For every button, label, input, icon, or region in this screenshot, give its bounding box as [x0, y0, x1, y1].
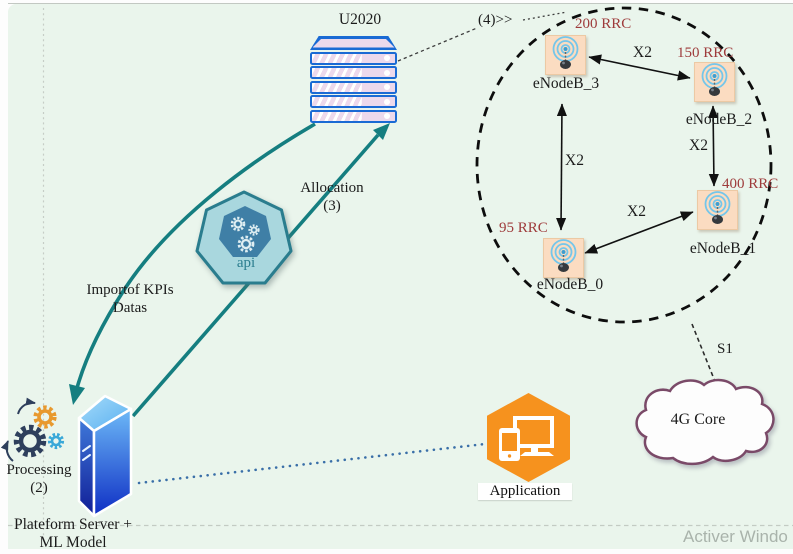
antenna-icon: [704, 191, 731, 224]
enodeb3-label: eNodeB_3: [532, 75, 600, 92]
x2-label-3-0: X2: [565, 152, 584, 169]
guide-lines: [8, 8, 793, 542]
import-label-line1: Importof KPIs: [86, 282, 174, 298]
rrc-badge-enodeb0: 95 RRC: [499, 220, 548, 236]
enodeb0-label: eNodeB_0: [536, 276, 604, 293]
api-gears-icon: [230, 216, 260, 253]
server-unit: [310, 109, 397, 123]
antenna-icon: [701, 63, 728, 96]
allocation-label-line1: Allocation: [300, 180, 364, 196]
enodeb1-antenna-icon: [697, 190, 738, 230]
enodeb0-antenna-icon: [543, 238, 584, 278]
server-unit: [310, 66, 397, 79]
processing-label-line1: Processing: [6, 462, 72, 478]
processing-label: Processing (2): [0, 462, 78, 497]
cluster-boundary-circle: [475, 6, 773, 324]
s1-label: S1: [717, 341, 733, 357]
processing-label-line2: (2): [30, 479, 48, 496]
import-kpis-label: Importof KPIs Datas: [74, 282, 186, 317]
u2020-server-stack-icon: [310, 36, 397, 123]
x2-label-2-1: X2: [689, 137, 708, 154]
enodeb2-antenna-icon: [694, 62, 735, 102]
server-unit: [310, 51, 397, 65]
activation-watermark: Activer Windo: [683, 527, 788, 546]
platform-server-label: Plateform Server + ML Model: [4, 516, 142, 553]
devices-icon: [499, 416, 554, 461]
processing-gears-icon: [0, 397, 65, 462]
u2020-label: U2020: [338, 11, 382, 28]
platform-server-label-line1: Plateform Server +: [13, 516, 133, 533]
server-tower-icon: [77, 394, 133, 518]
api-heptagon-icon: [195, 190, 293, 285]
enodeb1-label: eNodeB_1: [689, 240, 757, 257]
platform-server-label-line2: ML Model: [39, 534, 107, 552]
import-kpis-arrow: [69, 122, 316, 405]
top-border-line: [8, 3, 793, 4]
rrc-badge-enodeb3: 200 RRC: [575, 16, 632, 32]
core-cloud-icon: [635, 378, 775, 466]
rrc-badge-enodeb2: 150 RRC: [677, 45, 734, 61]
enodeb2-label: eNodeB_2: [685, 111, 753, 128]
allocation-label: Allocation (3): [293, 180, 371, 215]
step4-label: (4)>>: [478, 12, 513, 28]
x2-label-3-2: X2: [633, 44, 652, 61]
enodeb3-antenna-icon: [545, 35, 586, 75]
server-stack-top: [310, 36, 397, 50]
antenna-icon: [550, 239, 577, 272]
allocation-label-line2: (3): [323, 197, 341, 214]
x2-links: [555, 54, 719, 254]
x2-label-0-1: X2: [627, 203, 646, 220]
application-label: Application: [478, 483, 572, 500]
server-unit: [310, 80, 397, 94]
s1-dashed-link: [691, 323, 717, 385]
u2020-cluster-dashed-link: [397, 11, 568, 62]
application-dotted-link: [137, 442, 487, 485]
server-unit: [310, 95, 397, 108]
antenna-icon: [552, 36, 579, 69]
import-label-line2: Datas: [112, 299, 148, 316]
rrc-badge-enodeb1: 400 RRC: [722, 176, 779, 192]
api-label: api: [236, 255, 256, 271]
core-label: 4G Core: [670, 411, 726, 428]
